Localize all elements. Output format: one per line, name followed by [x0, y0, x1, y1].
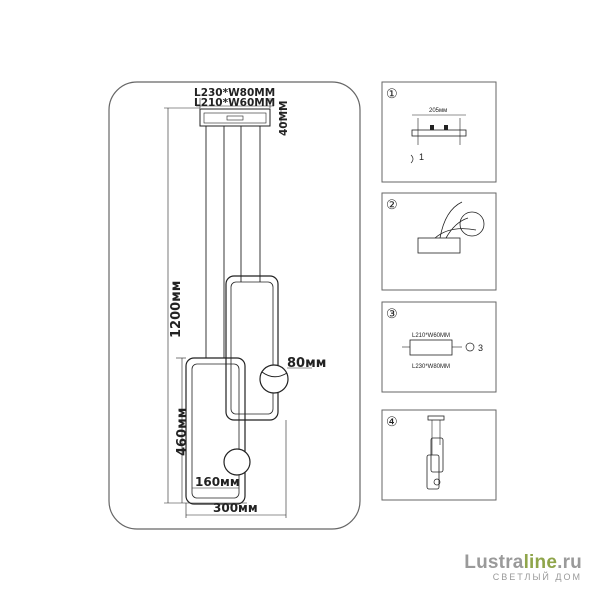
sphere-upper — [259, 364, 289, 394]
lower-ring — [185, 357, 246, 505]
canopy-inner-label: L210*W60MM — [194, 97, 275, 109]
step-3-top-label: L210*W60MM — [412, 333, 450, 339]
total-width-label: 300мм — [213, 501, 258, 515]
canopy — [196, 98, 274, 127]
logo-brand-main: Lustra — [464, 552, 524, 573]
sphere-lower — [223, 448, 251, 476]
step-1-number: ① — [386, 86, 398, 101]
brand-logo: Lustraline.ru СВЕТЛЫЙ ДОМ — [464, 552, 582, 582]
step-3-number: ③ — [386, 306, 398, 321]
sphere-label: 80мм — [287, 356, 326, 371]
logo-brand-accent: line — [523, 552, 558, 573]
step-1-dim: 205мм — [429, 108, 447, 114]
inner-width-label: 160мм — [195, 475, 240, 489]
step-2-panel: ② — [381, 192, 497, 291]
step-4-number: ④ — [386, 414, 398, 429]
dimension-lines — [164, 107, 287, 518]
total-height-label: 1200мм — [169, 281, 184, 338]
logo-brand-tld: .ru — [557, 552, 582, 573]
suspension-wires — [205, 126, 261, 358]
step-3-panel: ③ L210*W60MM 3 L230*W80MM — [381, 301, 497, 393]
step-2-number: ② — [386, 197, 398, 212]
logo-tagline: СВЕТЛЫЙ ДОМ — [492, 572, 582, 582]
step-4-panel: ④ — [381, 409, 497, 501]
step-1-panel: ① 205мм 1 — [381, 81, 497, 183]
step-3-bottom-label: L230*W80MM — [412, 364, 450, 370]
main-frame — [108, 81, 361, 530]
canopy-outer-label: L230*W80MM — [194, 87, 275, 99]
canopy-height-label: 40MM — [278, 100, 290, 136]
upper-ring — [225, 275, 279, 421]
lower-height-label: 460мм — [175, 408, 190, 456]
logo-brand: Lustraline.ru — [464, 552, 582, 574]
step-1-note: 1 — [419, 152, 424, 162]
step-3-note: 3 — [478, 343, 483, 353]
